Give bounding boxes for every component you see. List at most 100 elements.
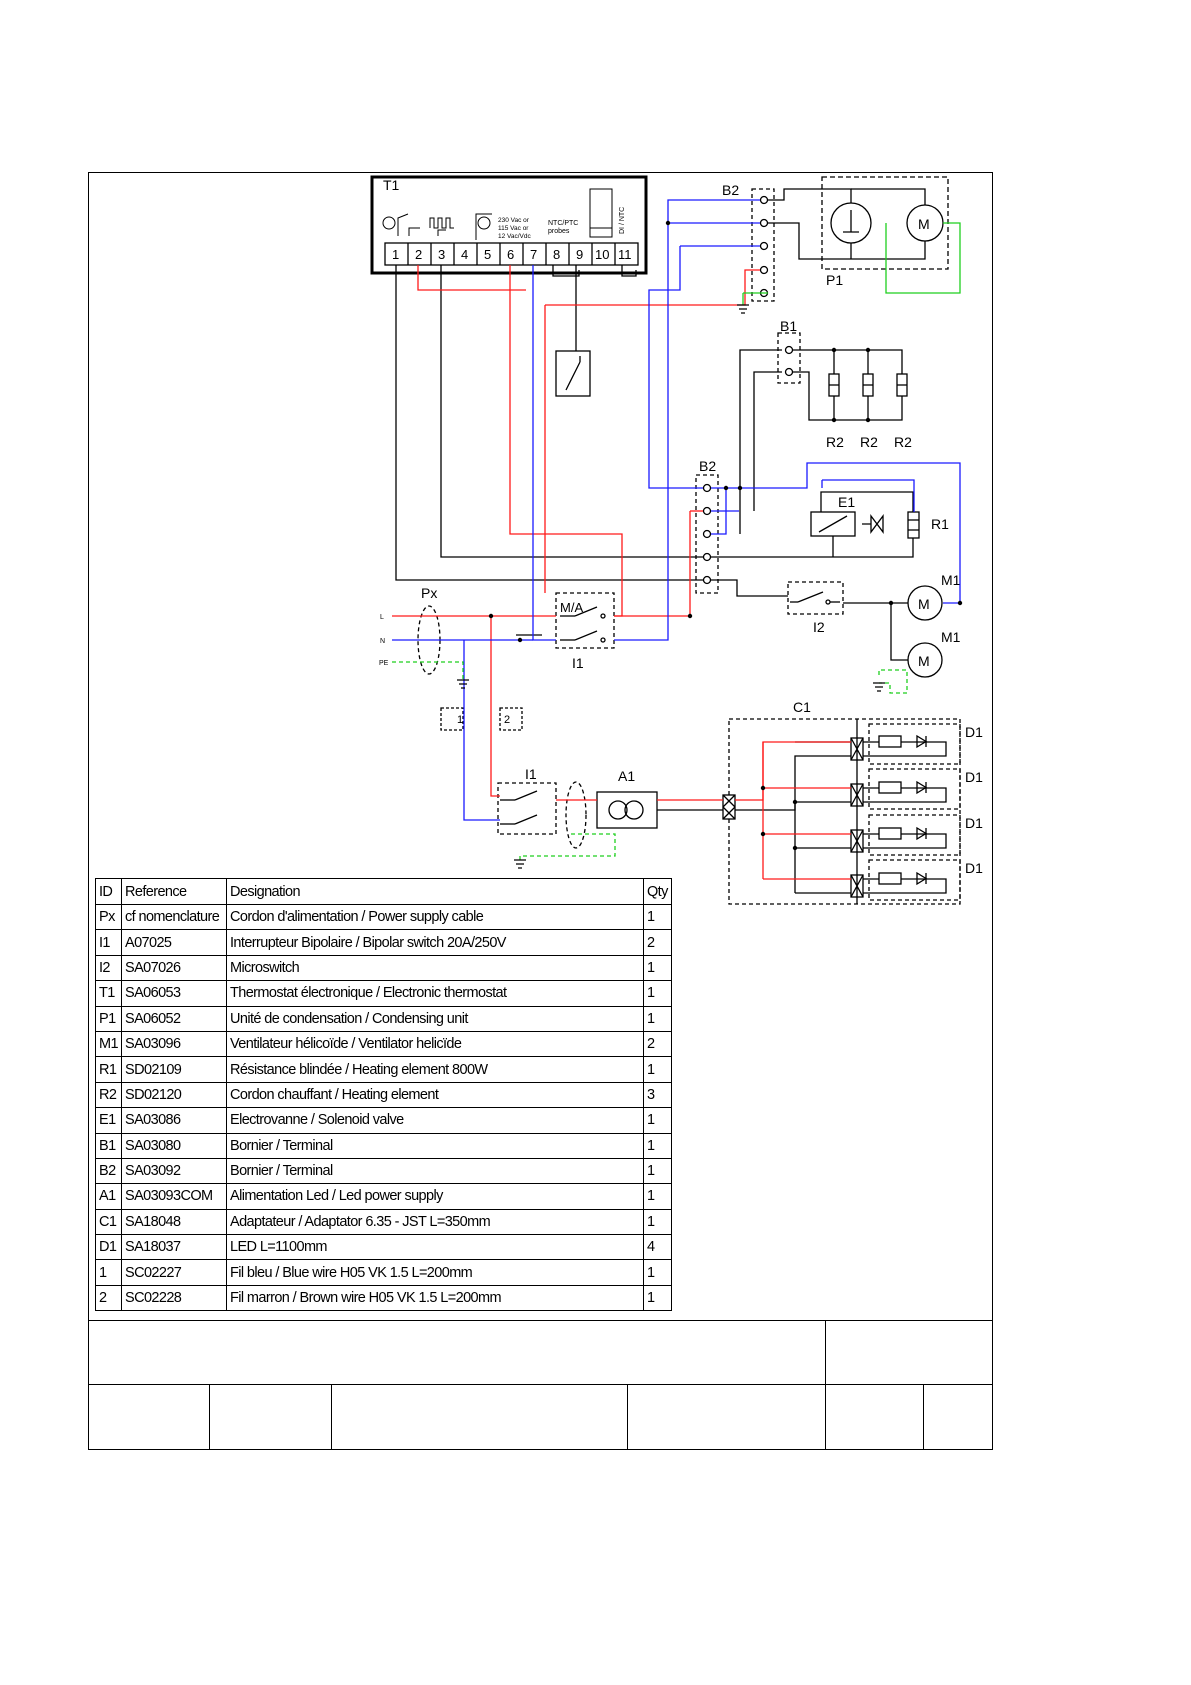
bom-id: Px <box>95 903 122 931</box>
bom-qty: 1 <box>643 1208 672 1236</box>
ntc-probe <box>555 350 591 397</box>
bom-ref: SD02120 <box>121 1081 227 1109</box>
bom-id: B2 <box>95 1157 122 1185</box>
compressor-motor-label: M <box>918 216 930 232</box>
r2-label-1: R2 <box>826 434 844 450</box>
title-block-divider <box>331 1384 332 1450</box>
bom-id: T1 <box>95 980 122 1007</box>
b1-label: B1 <box>780 318 797 334</box>
bom-id: R1 <box>95 1056 122 1083</box>
bom-qty: 1 <box>643 1132 672 1159</box>
bom-designation: Cordon chauffant / Heating element <box>226 1081 644 1109</box>
p1-label: P1 <box>826 272 843 288</box>
bom-qty: 1 <box>643 903 672 931</box>
led-strips-d1: D1 D1 D1 D1 <box>863 724 983 894</box>
fan-m1-upper-motor-label: M <box>918 596 930 612</box>
line-l-label: L <box>380 614 384 621</box>
bom-designation: Cordon d'alimentation / Power supply cab… <box>226 903 644 931</box>
bom-header-row: ID Reference Designation Qty <box>95 878 672 905</box>
bom-designation: Bornier / Terminal <box>226 1157 644 1185</box>
thermostat-id: T1 <box>383 177 400 193</box>
bom-id: B1 <box>95 1132 122 1159</box>
bom-id: R2 <box>95 1081 122 1109</box>
bom-designation: Fil bleu / Blue wire H05 VK 1.5 L=200mm <box>226 1259 644 1286</box>
bom-designation: Fil marron / Brown wire H05 VK 1.5 L=200… <box>226 1284 644 1312</box>
bom-qty: 1 <box>643 1183 672 1210</box>
fan-m1-lower: M M1 <box>907 629 961 678</box>
bom-qty: 1 <box>643 1005 672 1032</box>
d1-label-4: D1 <box>965 860 983 876</box>
bom-id: 2 <box>95 1284 122 1312</box>
solenoid-valve-e1: E1 <box>810 494 884 537</box>
bom-id: I2 <box>95 954 122 982</box>
e1-label: E1 <box>838 494 855 510</box>
bom-qty: 1 <box>643 1107 672 1134</box>
terminal-b2-mid: B2 <box>695 458 719 594</box>
bom-qty: 1 <box>643 1056 672 1083</box>
line-pe-label: PE <box>379 660 389 667</box>
title-block-divider <box>825 1320 826 1450</box>
i2-label: I2 <box>813 619 825 635</box>
bom-id: A1 <box>95 1183 122 1210</box>
bom-qty: 1 <box>643 1157 672 1185</box>
title-block-divider <box>923 1384 924 1450</box>
terminal-10: 10 <box>595 247 609 262</box>
r1-label: R1 <box>931 516 949 532</box>
bom-id: P1 <box>95 1005 122 1032</box>
probe-label-1: NTC/PTC <box>548 220 578 227</box>
wire-marker-1: 1 <box>440 707 464 731</box>
r2-label-2: R2 <box>860 434 878 450</box>
bom-ref: SA03092 <box>121 1157 227 1185</box>
bom-id: M1 <box>95 1030 122 1058</box>
power-cable-px: Px L N PE <box>379 585 441 675</box>
terminal-9: 9 <box>576 247 583 262</box>
bom-designation: Unité de condensation / Condensing unit <box>226 1005 644 1032</box>
ma-label: M/A <box>560 600 583 615</box>
title-block-mid-line <box>88 1384 993 1385</box>
wire-1-label: 1 <box>457 714 463 726</box>
r2-label-3: R2 <box>894 434 912 450</box>
bom-designation: Microswitch <box>226 954 644 982</box>
ground-symbols <box>457 304 885 869</box>
terminal-3: 3 <box>438 247 445 262</box>
a1-label: A1 <box>618 768 635 784</box>
di-ntc-label: DI / NTC <box>619 207 626 234</box>
bom-designation: Interrupteur Bipolaire / Bipolar switch … <box>226 929 644 956</box>
terminal-2: 2 <box>415 247 422 262</box>
d1-label-3: D1 <box>965 815 983 831</box>
title-block <box>88 1320 993 1450</box>
bom-ref: SC02227 <box>121 1259 227 1286</box>
b2-top-label: B2 <box>722 182 739 198</box>
bom-header-designation: Designation <box>226 878 644 905</box>
bom-ref: SA03096 <box>121 1030 227 1058</box>
cable-bundle-bottom <box>565 781 587 849</box>
terminal-1: 1 <box>392 247 399 262</box>
led-power-supply-a1: A1 <box>596 768 658 829</box>
bom-id: I1 <box>95 929 122 956</box>
bom-ref: cf nomenclature <box>121 903 227 931</box>
bom-qty: 1 <box>643 1284 672 1312</box>
black-wires <box>395 188 926 894</box>
bom-ref: SA06053 <box>121 980 227 1007</box>
bom-ref: SA03093COM <box>121 1183 227 1210</box>
bom-designation: Thermostat électronique / Electronic the… <box>226 980 644 1007</box>
terminal-6: 6 <box>507 247 514 262</box>
heating-element-r1: R1 <box>907 511 949 539</box>
d1-label-1: D1 <box>965 724 983 740</box>
bom-qty: 4 <box>643 1234 672 1261</box>
terminal-11: 11 <box>618 247 632 262</box>
switch-ma-i1: M/A I1 <box>555 592 615 671</box>
microswitch-i2: I2 <box>787 581 844 635</box>
bom-ref: A07025 <box>121 929 227 956</box>
bom-ref: SA07026 <box>121 954 227 982</box>
bom-ref: SA18048 <box>121 1208 227 1236</box>
bom-id: E1 <box>95 1107 122 1134</box>
